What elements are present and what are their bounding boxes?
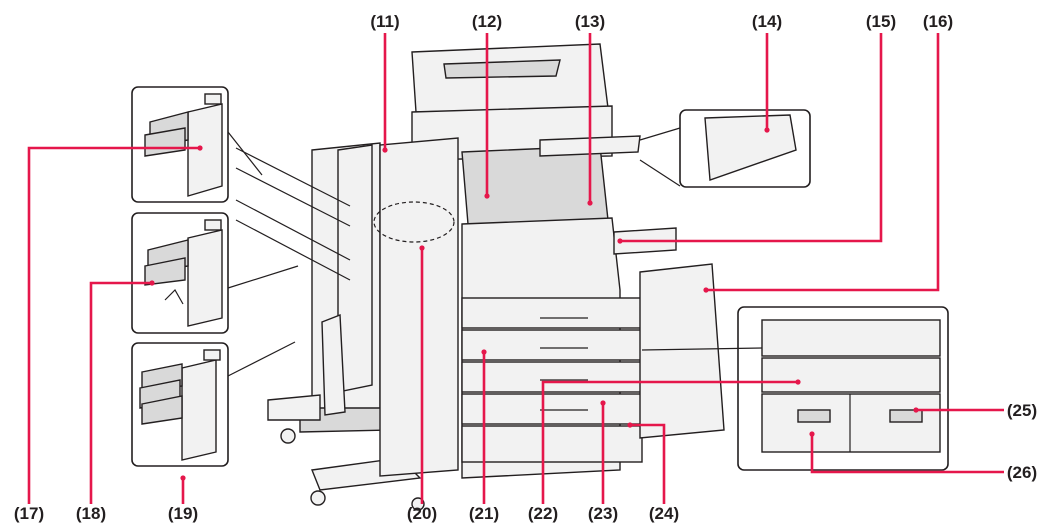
main-body xyxy=(373,43,643,479)
leader-line-16 xyxy=(706,33,940,292)
right-units xyxy=(613,109,811,439)
callout-13-label: (13) xyxy=(575,12,605,31)
callout-12-label: (12) xyxy=(472,12,502,31)
callout-21-label: (21) xyxy=(469,504,499,523)
callout-17-label: (17) xyxy=(14,504,44,523)
leader-end-13 xyxy=(587,200,593,206)
callout-20-label: (20) xyxy=(407,504,437,523)
leader-end-16 xyxy=(703,287,709,293)
leader-end-24 xyxy=(627,422,633,428)
callout-14-label: (14) xyxy=(752,12,782,31)
leader-end-20 xyxy=(419,245,425,251)
leader-line-15 xyxy=(620,33,883,243)
leader-end-22 xyxy=(795,379,801,385)
leader-end-12 xyxy=(484,193,490,199)
callout-25-label: (25) xyxy=(1007,401,1037,420)
leader-end-18 xyxy=(149,280,155,286)
leader-end-17 xyxy=(197,145,203,151)
inset-pointer-b xyxy=(227,265,299,289)
callout-19-label: (19) xyxy=(168,504,198,523)
leader-line-17 xyxy=(27,146,200,504)
finisher-unit xyxy=(235,142,425,511)
callout-16-label: (16) xyxy=(923,12,953,31)
callout-18-label: (18) xyxy=(76,504,106,523)
leader-line-24 xyxy=(630,423,666,504)
inset-finisher-c xyxy=(131,342,229,467)
leader-lines xyxy=(27,33,1004,504)
callout-labels: (11) (12) (13) (14) (15) (16) (17) (18) … xyxy=(14,12,1037,523)
leader-end-11 xyxy=(382,147,388,153)
inset-finisher-b xyxy=(131,212,229,334)
leader-end-21 xyxy=(481,349,487,355)
inset-pointer-c xyxy=(227,341,296,377)
callout-15-label: (15) xyxy=(866,12,896,31)
inset-finisher-a xyxy=(131,86,229,203)
inset-pointer-a xyxy=(227,131,263,176)
callout-23-label: (23) xyxy=(588,504,618,523)
callout-24-label: (24) xyxy=(649,504,679,523)
callout-22-label: (22) xyxy=(528,504,558,523)
inset-tray-unit xyxy=(641,306,949,471)
leader-line-26 xyxy=(810,434,1004,474)
leader-end-26 xyxy=(809,431,815,437)
leader-end-15 xyxy=(617,238,623,244)
leader-end-25 xyxy=(913,407,919,413)
leader-line-22 xyxy=(541,380,798,504)
leader-end-14 xyxy=(764,127,770,133)
callout-11-label: (11) xyxy=(370,12,399,31)
leader-line-18 xyxy=(89,281,152,504)
leader-end-23 xyxy=(600,400,606,406)
callout-26-label: (26) xyxy=(1007,463,1037,482)
leader-end-19 xyxy=(180,475,186,481)
